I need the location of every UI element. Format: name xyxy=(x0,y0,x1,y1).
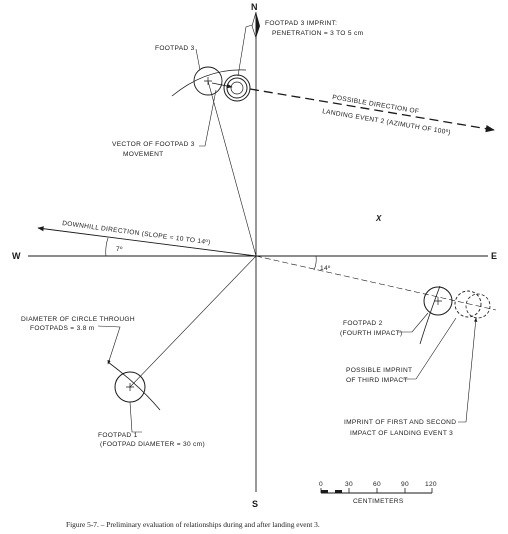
angle-7-arc xyxy=(105,237,109,257)
scale-label-90: 90 xyxy=(401,481,409,488)
scale-bar: 0 30 60 90 120 CENTIMETERS xyxy=(319,481,437,505)
label-first-line2: IMPACT OF LANDING EVENT 3 xyxy=(350,430,453,437)
scale-label-0: 0 xyxy=(319,481,323,488)
footpad2-circle xyxy=(423,286,453,316)
label-third-line2: OF THIRD IMPACT xyxy=(346,377,408,384)
north-arrow-outline-icon xyxy=(251,11,257,39)
leader-footpad1 xyxy=(129,401,142,433)
footpad2-arc xyxy=(419,285,441,345)
scale-bar-fill-1 xyxy=(321,490,328,493)
compass-north: N xyxy=(251,2,258,12)
scale-unit: CENTIMETERS xyxy=(353,498,404,505)
compass-south: S xyxy=(252,499,258,509)
compass-east: E xyxy=(491,251,497,261)
scale-label-120: 120 xyxy=(425,481,437,488)
label-first-line1: IMPRINT OF FIRST AND SECOND xyxy=(344,419,456,426)
footpad1-cross xyxy=(126,383,134,391)
leader-footpad3 xyxy=(195,48,201,71)
label-footpad2-line2: (FOURTH IMPACT) xyxy=(340,330,403,337)
radial-to-footpad3 xyxy=(207,80,257,257)
label-diameter-line1: DIAMETER OF CIRCLE THROUGH xyxy=(21,316,135,323)
label-possible-dir-line2: LANDING EVENT 2 (AZIMUTH OF 100º) xyxy=(322,108,452,136)
compass-west: W xyxy=(12,251,21,261)
leader-first xyxy=(458,317,478,423)
angle-14-arc xyxy=(313,255,317,271)
label-angle-7: 7º xyxy=(116,246,123,253)
scale-label-30: 30 xyxy=(345,481,353,488)
leader-vector xyxy=(199,89,217,147)
footpad1-arc xyxy=(107,361,161,411)
scale-label-60: 60 xyxy=(373,481,381,488)
north-arrow-icon xyxy=(256,12,260,38)
label-footpad1-line1: FOOTPAD 1 xyxy=(98,432,138,439)
footpad3-circle xyxy=(193,66,223,96)
figure-caption: Figure 5-7. – Preliminary evaluation of … xyxy=(66,520,320,529)
radial-to-footpad1 xyxy=(129,255,257,388)
leader-diameter xyxy=(97,325,121,365)
footpad3-arc xyxy=(171,69,247,97)
footpad2-cross xyxy=(434,297,442,305)
landing-event2-direction xyxy=(249,88,495,133)
footpad3-imprint-outer xyxy=(223,74,251,102)
footpad3-movement-vector xyxy=(211,82,233,89)
label-x-mark: X xyxy=(375,214,382,223)
footpad3-imprint-core xyxy=(230,81,244,95)
downhill-direction-arrow xyxy=(37,226,257,257)
label-vector-line2: MOVEMENT xyxy=(123,151,164,158)
label-footpad2-line1: FOOTPAD 2 xyxy=(343,320,383,327)
scale-bar-fill-2 xyxy=(335,490,342,493)
label-imprint-line1: FOOTPAD 3 IMPRINT: xyxy=(265,20,337,27)
label-diameter-line2: FOOTPADS = 3.8 m xyxy=(30,325,95,332)
third-impact-imprint xyxy=(454,290,482,318)
footpad3-imprint-inner xyxy=(226,77,248,99)
label-downhill: DOWNHILL DIRECTION (SLOPE = 10 TO 14º) xyxy=(62,220,211,246)
leader-third xyxy=(403,317,457,380)
first-second-impact-imprint xyxy=(465,293,491,319)
leader-footpad2 xyxy=(398,312,429,333)
label-footpad3: FOOTPAD 3 xyxy=(155,45,195,52)
label-third-line1: POSSIBLE IMPRINT xyxy=(346,367,412,374)
label-angle-14: 14º xyxy=(320,265,331,272)
label-footpad1-line2: (FOOTPAD DIAMETER = 30 cm) xyxy=(100,441,205,448)
radial-to-footpad2 xyxy=(255,255,497,311)
label-imprint-line2: PENETRATION = 3 TO 5 cm xyxy=(272,30,364,37)
leader-imprint xyxy=(237,24,253,77)
label-vector-line1: VECTOR OF FOOTPAD 3 xyxy=(112,141,195,148)
